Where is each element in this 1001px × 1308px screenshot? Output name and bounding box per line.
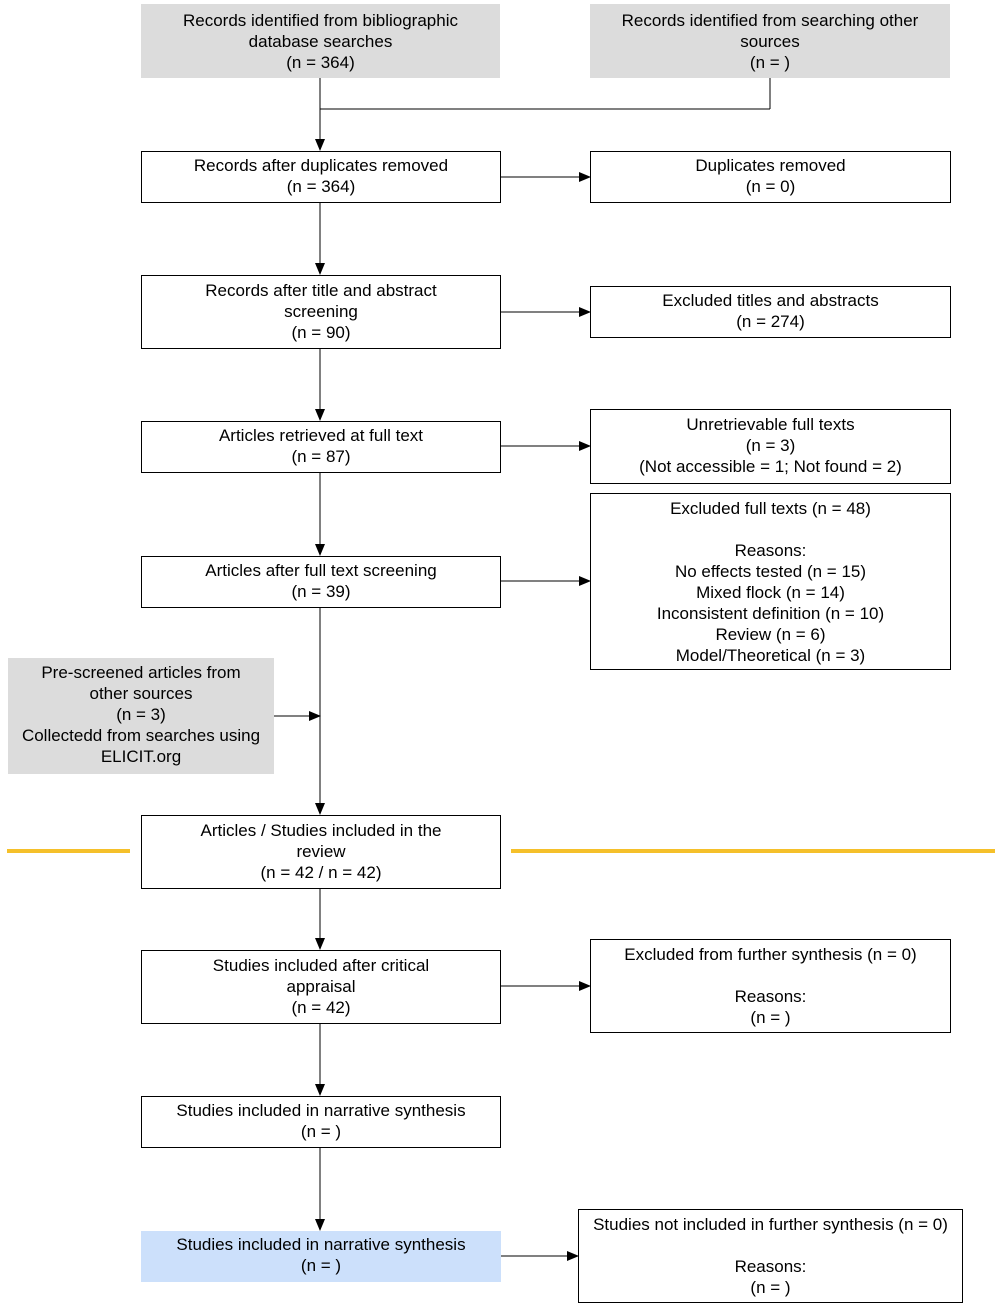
box-narrative-synthesis: Studies included in narrative synthesis (…	[141, 1096, 501, 1148]
box-text-line: (n = 364)	[286, 53, 355, 72]
box-excluded-from-synthesis: Excluded from further synthesis (n = 0) R…	[590, 939, 951, 1033]
box-text-line: sources	[740, 32, 800, 51]
box-text-line: (n = )	[300, 1122, 342, 1141]
box-unretrievable-full-texts: Unretrievable full texts (n = 3) (Not acce…	[590, 409, 951, 484]
box-text-line: Unretrievable full texts	[686, 415, 855, 434]
box-text-line: (n = )	[300, 1256, 342, 1275]
box-text-line: Reasons:	[734, 987, 807, 1006]
box-text-line: Records identified from searching other	[621, 11, 919, 30]
box-text-line: Reasons:	[734, 541, 807, 560]
box-text-line: (n = 0)	[745, 177, 796, 196]
box-text-line: Excluded from further synthesis (n = 0)	[624, 945, 917, 964]
box-text-line: Model/Theoretical (n = 3)	[675, 646, 866, 665]
box-text-line: (n = 42)	[291, 998, 351, 1017]
box-articles-retrieved-full-text: Articles retrieved at full text (n = 87)	[141, 421, 501, 473]
box-text-line	[591, 519, 950, 540]
box-text-line: (n = )	[750, 1278, 791, 1297]
box-duplicates-removed: Duplicates removed (n = 0)	[590, 151, 951, 203]
box-prescreened-articles: Pre-screened articles from other sources (…	[8, 658, 274, 774]
box-text-line: (n = 39)	[291, 582, 351, 601]
box-excluded-titles-abstracts: Excluded titles and abstracts (n = 274)	[590, 286, 951, 338]
box-text-line: Pre-screened articles from	[41, 663, 241, 682]
box-records-other-sources: Records identified from searching other s…	[590, 4, 950, 78]
box-text-line: Excluded titles and abstracts	[662, 291, 879, 310]
box-text-line: (n = 3)	[116, 705, 166, 724]
box-text-line: (Not accessible = 1; Not found = 2)	[639, 457, 902, 476]
box-text-line: Collectedd from searches using	[21, 726, 261, 745]
box-text-line: Records identified from bibliographic	[183, 11, 458, 30]
box-text-line: Studies included in narrative synthesis	[176, 1101, 466, 1120]
box-text-line: Articles retrieved at full text	[218, 426, 424, 445]
box-text-line: (n = )	[750, 1008, 791, 1027]
box-text-line: Studies not included in further synthesi…	[593, 1215, 948, 1234]
box-text-line: Studies included after critical	[212, 956, 430, 975]
box-text-line: Articles / Studies included in the	[200, 821, 442, 840]
box-articles-after-full-text-screening: Articles after full text screening (n = 3…	[141, 556, 501, 608]
box-text-line: database searches	[248, 32, 393, 51]
box-text-line	[591, 965, 950, 986]
box-text-line: other sources	[89, 684, 193, 703]
box-text-line: Records after title and abstract	[205, 281, 437, 300]
box-text-line: Mixed flock (n = 14)	[696, 583, 845, 602]
box-text-line: Records after duplicates removed	[193, 156, 449, 175]
box-text-line: (n = 364)	[286, 177, 356, 196]
box-narrative-synthesis-final: Studies included in narrative synthesis (…	[141, 1231, 501, 1282]
box-text-line: (n = 274)	[736, 312, 805, 331]
box-text-line: (n = 90)	[291, 323, 351, 342]
box-text-line: (n = 42 / n = 42)	[260, 863, 382, 882]
box-text-line: Excluded full texts (n = 48)	[670, 499, 871, 518]
box-text-line: No effects tested (n = 15)	[674, 562, 867, 581]
box-records-database: Records identified from bibliographic dat…	[141, 4, 500, 78]
box-text-line	[579, 1235, 962, 1256]
box-text-line: appraisal	[286, 977, 356, 996]
box-text-line: (n = )	[749, 53, 791, 72]
box-text-line: Duplicates removed	[695, 156, 846, 175]
box-text-line: review	[296, 842, 346, 861]
box-included-in-review: Articles / Studies included in the review…	[141, 815, 501, 889]
box-included-after-appraisal: Studies included after critical appraisal…	[141, 950, 501, 1024]
box-records-after-title-abstract: Records after title and abstract screenin…	[141, 275, 501, 349]
box-text-line: Studies included in narrative synthesis	[176, 1235, 466, 1254]
box-text-line: Review (n = 6)	[715, 625, 826, 644]
box-text-line: Reasons:	[734, 1257, 807, 1276]
box-text-line: ELICIT.org	[100, 747, 182, 766]
box-records-after-duplicates: Records after duplicates removed (n = 364…	[141, 151, 501, 203]
box-text-line: (n = 87)	[291, 447, 351, 466]
box-text-line: Articles after full text screening	[205, 561, 437, 580]
box-text-line: (n = 3)	[745, 436, 796, 455]
box-excluded-full-texts: Excluded full texts (n = 48) Reasons: No e…	[590, 493, 951, 670]
box-text-line: Inconsistent definition (n = 10)	[656, 604, 885, 623]
box-text-line: screening	[284, 302, 358, 321]
box-not-included-synthesis: Studies not included in further synthesi…	[578, 1209, 963, 1303]
